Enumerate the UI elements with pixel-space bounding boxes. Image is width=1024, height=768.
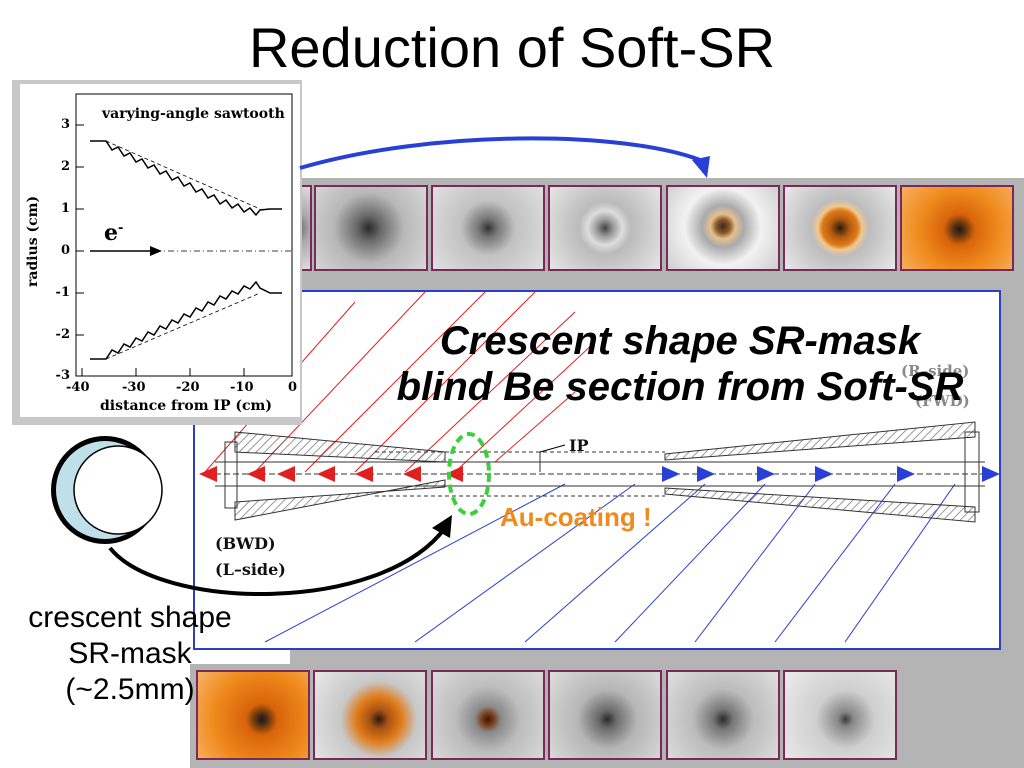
- bore-photo-bottom-6: [783, 670, 897, 760]
- red-arrow: [355, 466, 373, 482]
- upper-sawtooth-line: [90, 140, 282, 217]
- bore-photo-bottom-5: [666, 670, 780, 760]
- callout-line-2: blind Be section from Soft-SR: [396, 365, 964, 409]
- beam-arrowhead: [150, 246, 162, 256]
- blue-curved-arrow: [299, 136, 701, 170]
- lower-dashed-envelope: [105, 292, 261, 360]
- bore-photo-top-2: [314, 185, 428, 271]
- blue-arrow: [897, 466, 915, 482]
- beamline-diagram: IP (BWD) (L–side) (R–side) (FWD): [193, 290, 1001, 650]
- red-arrow: [403, 466, 421, 482]
- red-arrow: [317, 466, 335, 482]
- y-tick-label: 3: [60, 117, 70, 132]
- bore-photo-bottom-2: [313, 670, 427, 760]
- x-tick-label: -30: [122, 380, 146, 395]
- chamber-wall-lower-right: [664, 487, 976, 523]
- red-arrow-group: [199, 466, 463, 482]
- blue-ray: [414, 483, 636, 643]
- x-axis-label: distance from IP (cm): [100, 398, 272, 414]
- bore-photo-bottom-3: [431, 670, 545, 760]
- ip-leader: [539, 444, 566, 453]
- x-tick-label: 0: [288, 380, 298, 395]
- bore-photo-bottom-1: [196, 670, 310, 760]
- blue-arrow: [982, 466, 1000, 482]
- y-axis-label: radius (cm): [25, 195, 41, 287]
- blue-ray: [524, 483, 706, 643]
- au-coating-label: Au-coating !: [500, 502, 652, 532]
- fwd-label: (FWD): [915, 392, 970, 410]
- y-tick-label: 2: [60, 159, 70, 174]
- y-tick-label: -3: [55, 368, 70, 383]
- slide-title: Reduction of Soft-SR: [248, 16, 776, 79]
- lside-label: (L–side): [215, 560, 286, 579]
- red-arrow: [199, 466, 217, 482]
- red-arrow: [445, 466, 463, 482]
- x-tick-label: -10: [230, 380, 254, 395]
- lower-sawtooth-line: [90, 280, 282, 360]
- mask-caption-line-3: (~2.5mm): [65, 673, 195, 706]
- red-ray: [404, 311, 576, 473]
- sawtooth-plot-frame: varying-angle sawtooth 3 2 1 0 -1 -2 -3 …: [12, 80, 302, 425]
- sawtooth-plot: varying-angle sawtooth 3 2 1 0 -1 -2 -3 …: [20, 84, 300, 417]
- blue-arrow: [662, 466, 680, 482]
- y-tick-label: -2: [55, 327, 70, 342]
- crescent-fill: [56, 441, 154, 539]
- red-ray: [354, 292, 536, 473]
- red-ray: [494, 391, 576, 463]
- bore-photo-top-3: [431, 185, 545, 271]
- bore-photo-bottom-4: [548, 670, 662, 760]
- mask-highlight-ellipse: [447, 432, 491, 516]
- rside-label: (R–side): [901, 362, 970, 380]
- bore-photo-top-7: [900, 185, 1014, 271]
- blue-arrow-group: [662, 466, 1000, 482]
- x-tick-label: -40: [66, 380, 90, 395]
- red-arrow: [277, 466, 295, 482]
- plot-title: varying-angle sawtooth: [102, 106, 285, 122]
- beam-pipe-outline: [215, 431, 985, 513]
- x-tick-label: -20: [176, 380, 200, 395]
- chamber-wall-upper-right: [664, 421, 976, 461]
- beam-label-sup: -: [118, 220, 124, 236]
- crescent-outer: [51, 436, 159, 544]
- y-tick-label: -1: [55, 285, 70, 300]
- mask-caption: crescent shape SR-mask (~2.5mm): [10, 600, 250, 708]
- blue-arrow: [815, 466, 833, 482]
- plot-axes-box: [75, 93, 293, 377]
- blue-ray: [694, 483, 816, 643]
- beam-label: e-: [104, 220, 123, 246]
- bore-photo-top-4: [548, 185, 662, 271]
- red-ray: [454, 341, 596, 473]
- ip-label: IP: [569, 436, 589, 455]
- beam-label-e: e: [104, 220, 118, 246]
- blue-arrow: [757, 466, 775, 482]
- y-tick-label: 0: [60, 243, 70, 258]
- x-tick-marks: [81, 368, 293, 376]
- crescent-inner-bore: [73, 445, 163, 535]
- callout-text: Crescent shape SR-mask blind Be section …: [360, 318, 1000, 410]
- bore-photo-top-6: [783, 185, 897, 271]
- blue-ray: [614, 483, 766, 643]
- bwd-label: (BWD): [215, 534, 276, 553]
- blue-arrowhead: [692, 156, 710, 178]
- bore-photo-top-5: [666, 185, 780, 271]
- y-tick-marks: [76, 124, 84, 377]
- y-tick-label: 1: [60, 201, 70, 216]
- upper-dashed-envelope: [105, 140, 261, 210]
- callout-line-1: Crescent shape SR-mask: [439, 319, 921, 363]
- red-arrow: [247, 466, 265, 482]
- mask-caption-line-1: crescent shape: [28, 601, 232, 634]
- mask-caption-line-2: SR-mask: [68, 637, 192, 670]
- chamber-wall-lower-left: [234, 479, 446, 521]
- blue-arrow: [697, 466, 715, 482]
